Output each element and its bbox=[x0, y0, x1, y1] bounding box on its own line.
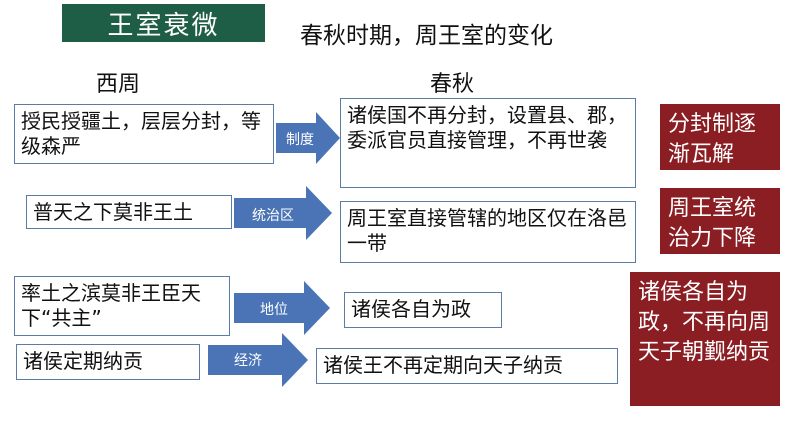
conclusion-box-royal-power: 周王室统治力下降 bbox=[660, 188, 780, 254]
conclusion-box-vassals: 诸侯各自为政，不再向周天子朝觐纳贡 bbox=[630, 272, 780, 406]
chunqiu-box-status: 诸侯各自为政 bbox=[344, 292, 502, 328]
xizhou-box-status: 率土之滨莫非王臣天下“共主” bbox=[14, 276, 230, 336]
slide-subtitle: 春秋时期，周王室的变化 bbox=[300, 23, 553, 49]
arrow-status bbox=[234, 281, 330, 335]
chunqiu-box-economy: 诸侯王不再定期向天子纳贡 bbox=[316, 348, 618, 384]
arrow-economy bbox=[208, 333, 308, 387]
column-head-chunqiu: 春秋 bbox=[430, 72, 475, 97]
arrow-label-territory: 统治区 bbox=[252, 208, 294, 224]
xizhou-box-economy: 诸侯定期纳贡 bbox=[16, 344, 200, 380]
conclusion-box-enfeoffment: 分封制逐渐瓦解 bbox=[660, 104, 780, 170]
chunqiu-box-system: 诸侯国不再分封，设置县、郡，委派官员直接管理，不再世袭 bbox=[340, 98, 636, 188]
xizhou-box-territory: 普天之下莫非王土 bbox=[26, 195, 232, 229]
chunqiu-box-territory: 周王室直接管辖的地区仅在洛邑一带 bbox=[340, 201, 636, 263]
arrow-label-economy: 经济 bbox=[234, 353, 262, 369]
arrow-system bbox=[276, 112, 340, 164]
column-head-xizhou: 西周 bbox=[96, 72, 141, 97]
arrow-territory bbox=[234, 186, 332, 240]
arrow-label-status: 地位 bbox=[260, 302, 288, 318]
xizhou-box-system: 授民授疆土，层层分封，等级森严 bbox=[14, 104, 274, 164]
arrow-label-system: 制度 bbox=[286, 132, 314, 148]
section-banner: 王室衰微 bbox=[62, 4, 265, 42]
